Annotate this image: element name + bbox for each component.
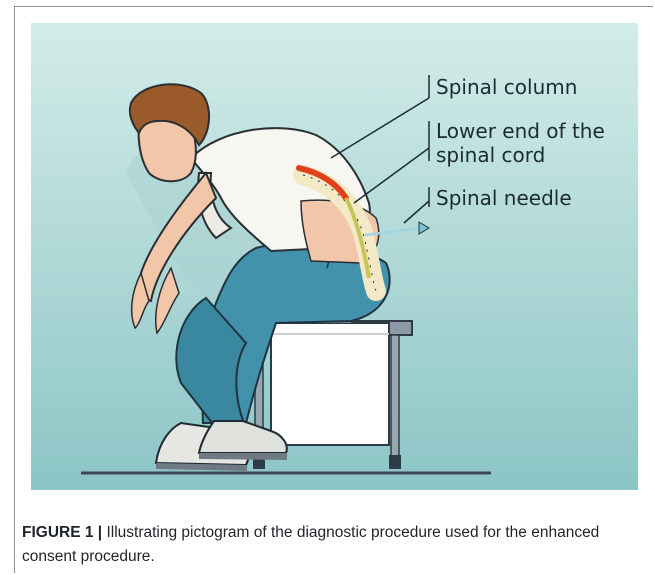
label-spinal-column: Spinal column bbox=[436, 75, 577, 99]
label-lower-end-line2: spinal cord bbox=[436, 143, 545, 167]
illustration-svg: Spinal column Lower end of the spinal co… bbox=[31, 23, 638, 490]
figure-caption: FIGURE 1 | Illustrating pictogram of the… bbox=[22, 521, 642, 569]
label-spinal-needle: Spinal needle bbox=[436, 186, 572, 210]
label-lower-end-line1: Lower end of the bbox=[436, 119, 605, 143]
illustration: Spinal column Lower end of the spinal co… bbox=[31, 23, 638, 490]
caption-text: Illustrating pictogram of the diagnostic… bbox=[22, 524, 599, 565]
figure-number: FIGURE 1 | bbox=[22, 524, 102, 541]
